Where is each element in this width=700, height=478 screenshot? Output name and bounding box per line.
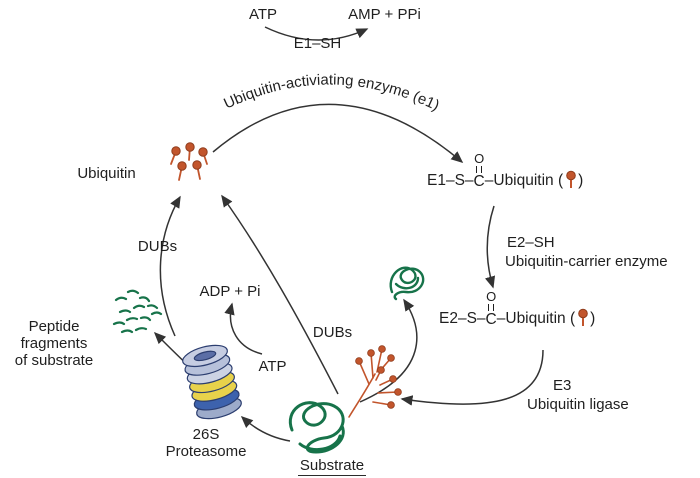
arrow-e1-to-e2	[484, 205, 496, 289]
e3-label: E3	[553, 377, 572, 394]
substrate-knot	[288, 401, 345, 454]
amp-ppi-label: AMP + PPi	[348, 6, 421, 23]
e2-conjugate-close: )	[590, 309, 596, 327]
ubiquitin-cluster-graphic	[170, 142, 208, 181]
ubiquitin-lollipop-icon	[192, 160, 202, 170]
carbonyl-carbon: C	[485, 311, 497, 328]
dubs-mid-label: DUBs	[312, 324, 353, 341]
e1-ubiquitin-conjugate: E1–S– O C –Ubiquitin ( )	[427, 152, 583, 190]
peptide-label-line1: Peptide	[28, 318, 80, 335]
e1-conjugate-suffix: –Ubiquitin (	[484, 171, 564, 189]
e2-ubiquitin-conjugate: E2–S– O C –Ubiquitin ( )	[439, 290, 595, 328]
atp-bottom-label: ATP	[258, 358, 287, 375]
ubiquitin-lollipop-icon	[198, 147, 208, 157]
peptide-label-line3: of substrate	[14, 352, 94, 369]
e2-conjugate-prefix: E2–S–	[439, 309, 486, 327]
arrow-atp-to-amp	[264, 26, 369, 41]
proteasome-graphic	[182, 344, 242, 420]
ubiquitin-lollipop-icon	[185, 142, 195, 152]
arrow-ubiquitin-recycle-mid	[221, 194, 339, 395]
e2-sh-label: E2–SH	[507, 234, 555, 251]
ubiquitin-lollipop-icon	[177, 161, 187, 171]
substrate-label-text: Substrate	[297, 457, 367, 477]
arrow-substrate-to-proteasome	[240, 415, 291, 442]
atp-top-label: ATP	[248, 6, 278, 23]
carbonyl-group: O C	[474, 152, 485, 190]
ubiquitin-ligase-label: Ubiquitin ligase	[527, 396, 629, 413]
peptide-label-line2: fragments	[20, 335, 88, 352]
adp-pi-label: ADP + Pi	[199, 283, 261, 300]
proteasome-name-line1: 26S	[192, 426, 220, 443]
carbonyl-oxygen: O	[474, 151, 485, 166]
activating-enzyme-arc-label: Ubiquitin-activiating enzyme (e1)	[221, 71, 442, 114]
e1-conjugate-close: )	[578, 171, 584, 189]
free-substrate-knot	[389, 266, 425, 301]
arrow-substrate-deubiquitination	[359, 298, 418, 403]
carbonyl-oxygen: O	[486, 289, 497, 304]
substrate-label: Substrate	[288, 457, 376, 477]
e1-sh-label: E1–SH	[293, 35, 342, 52]
activating-enzyme-arc-text: Ubiquitin-activiating enzyme (e1)	[221, 71, 442, 114]
dubs-left-label: DUBs	[137, 238, 178, 255]
e2-conjugate-suffix: –Ubiquitin (	[496, 309, 576, 327]
polyubiquitin-chain-graphic	[348, 345, 402, 418]
arrow-ubiquitin-recycle-left	[159, 195, 181, 337]
double-bond-icon	[476, 166, 483, 173]
arrow-atp-to-adp	[224, 302, 263, 355]
carrier-enzyme-label: Ubiquitin-carrier enzyme	[505, 253, 668, 270]
arrow-e2-to-substrate-e3	[400, 349, 544, 406]
e1-conjugate-prefix: E1–S–	[427, 171, 474, 189]
ubiquitin-lollipop-icon	[171, 146, 181, 156]
arrow-e1-activation-arc	[212, 103, 464, 163]
ubiquitin-label: Ubiquitin	[77, 165, 136, 182]
peptide-fragments-graphic	[112, 289, 163, 334]
double-bond-icon	[488, 304, 495, 311]
proteasome-name-line2: Proteasome	[165, 443, 247, 460]
carbonyl-group: O C	[486, 290, 497, 328]
carbonyl-carbon: C	[473, 173, 485, 190]
ubiquitin-lollipop-icon	[566, 170, 576, 188]
ubiquitin-lollipop-icon	[578, 308, 588, 326]
